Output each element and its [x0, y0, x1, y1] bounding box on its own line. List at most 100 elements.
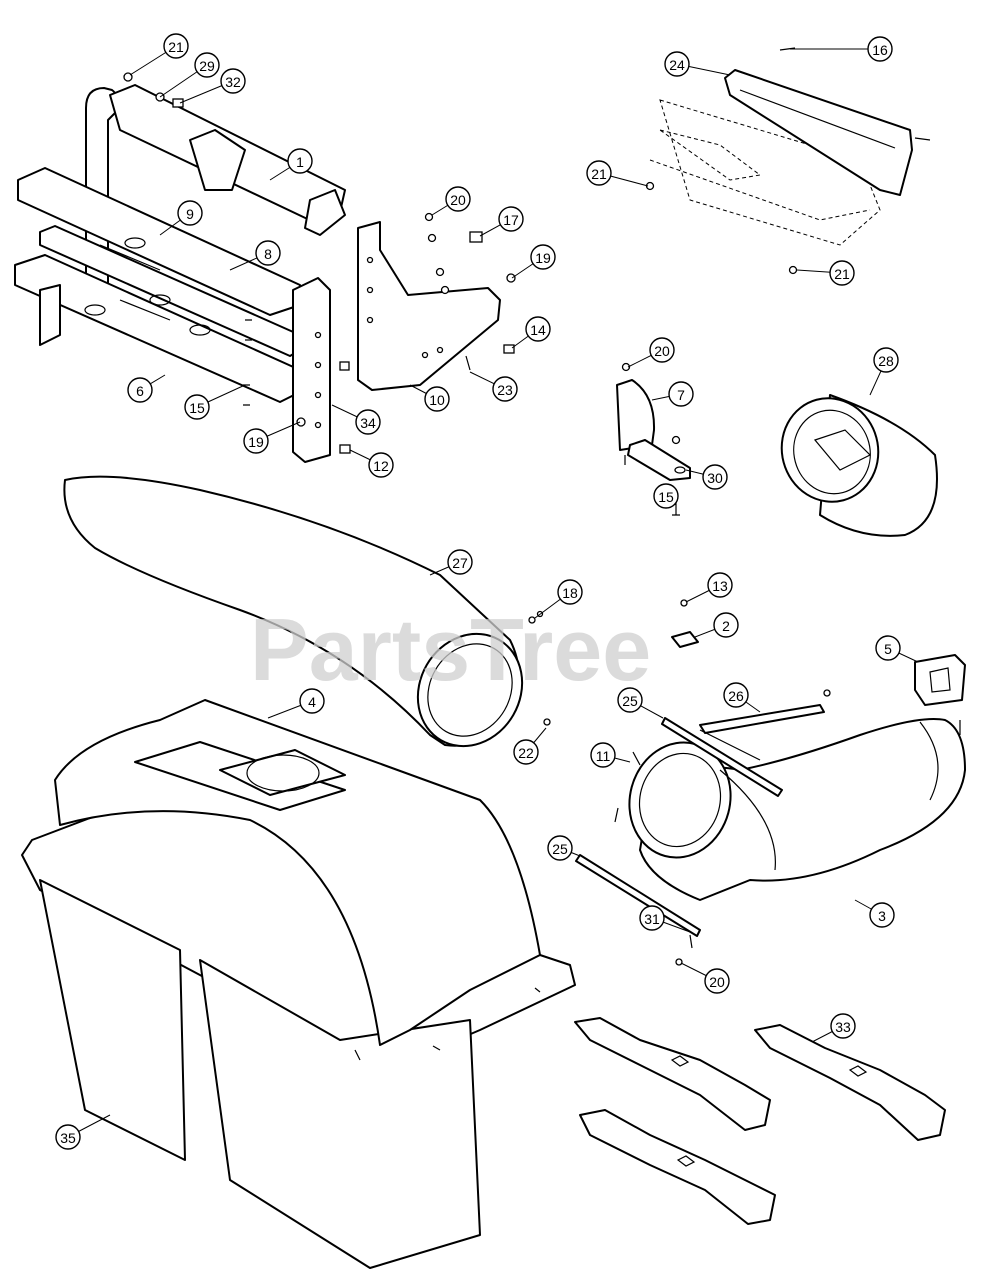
- callout-12: 12: [368, 452, 394, 478]
- callout-27: 27: [447, 549, 473, 575]
- callout-number: 9: [186, 206, 194, 222]
- callout-number: 20: [450, 192, 466, 208]
- callout-17: 17: [498, 206, 524, 232]
- callout-26: 26: [723, 682, 749, 708]
- hitch-frame-assembly: [14, 72, 516, 463]
- callout-number: 20: [654, 343, 670, 359]
- callout-circle: [586, 160, 612, 186]
- callout-number: 15: [658, 489, 674, 505]
- callout-circle: [530, 244, 556, 270]
- callout-10: 10: [424, 386, 450, 412]
- callout-circle: [55, 1124, 81, 1150]
- callout-circle: [867, 36, 893, 62]
- callout-circle: [707, 572, 733, 598]
- callout-number: 1: [296, 154, 304, 170]
- callout-number: 24: [669, 57, 685, 73]
- callout-number: 10: [429, 392, 445, 408]
- callout-11: 11: [590, 742, 616, 768]
- callout-3: 3: [869, 902, 895, 928]
- callout-number: 17: [503, 212, 519, 228]
- callout-circle: [127, 377, 153, 403]
- callout-circle: [649, 337, 675, 363]
- callout-24: 24: [664, 51, 690, 77]
- callout-circle: [355, 409, 381, 435]
- callout-circle: [702, 464, 728, 490]
- callout-number: 25: [552, 841, 568, 857]
- callout-circle: [194, 52, 220, 78]
- callout-circle: [547, 835, 573, 861]
- callout-circle: [869, 902, 895, 928]
- callout-circle: [177, 200, 203, 226]
- chute-bracket: [616, 362, 691, 516]
- callout-number: 11: [596, 748, 611, 764]
- callout-20: 20: [704, 968, 730, 994]
- rods-and-link: [575, 689, 831, 966]
- grass-bag: [21, 699, 576, 1269]
- callout-15: 15: [184, 394, 210, 420]
- callout-5: 5: [875, 635, 901, 661]
- callout-number: 34: [360, 415, 376, 431]
- callout-circle: [668, 381, 694, 407]
- callout-21: 21: [163, 33, 189, 59]
- callout-number: 13: [712, 578, 728, 594]
- callout-number: 21: [168, 39, 184, 55]
- callout-21: 21: [586, 160, 612, 186]
- callout-number: 5: [884, 641, 892, 657]
- chute-tube: [63, 475, 551, 748]
- callout-25: 25: [617, 687, 643, 713]
- callout-number: 25: [622, 693, 638, 709]
- callout-19: 19: [530, 244, 556, 270]
- callout-number: 20: [709, 974, 725, 990]
- callout-number: 6: [136, 383, 144, 399]
- callout-circle: [653, 483, 679, 509]
- callout-circle: [243, 428, 269, 454]
- callout-circle: [498, 206, 524, 232]
- callout-2: 2: [713, 612, 739, 638]
- callout-circle: [513, 739, 539, 765]
- callout-number: 19: [248, 434, 264, 450]
- callout-number: 4: [308, 694, 316, 710]
- callout-number: 15: [189, 400, 205, 416]
- callout-4: 4: [299, 688, 325, 714]
- callout-circle: [163, 33, 189, 59]
- callout-15: 15: [653, 483, 679, 509]
- callout-number: 14: [530, 322, 546, 338]
- callout-circle: [873, 347, 899, 373]
- callout-number: 32: [225, 74, 241, 90]
- callout-30: 30: [702, 464, 728, 490]
- callout-number: 19: [535, 250, 551, 266]
- callout-number: 22: [518, 745, 534, 761]
- callout-19: 19: [243, 428, 269, 454]
- callout-number: 26: [728, 688, 744, 704]
- callout-number: 23: [497, 382, 513, 398]
- callout-number: 2: [722, 618, 730, 634]
- callout-circle: [830, 1013, 856, 1039]
- clip-hardware: [671, 599, 699, 648]
- mower-blades: [574, 1017, 946, 1225]
- callout-25: 25: [547, 835, 573, 861]
- callout-circle: [255, 240, 281, 266]
- callout-number: 12: [373, 458, 389, 474]
- callout-number: 30: [707, 470, 723, 486]
- mounting-bracket: [914, 654, 966, 706]
- callout-number: 18: [562, 585, 578, 601]
- callout-14: 14: [525, 316, 551, 342]
- callout-16: 16: [867, 36, 893, 62]
- callout-28: 28: [873, 347, 899, 373]
- callout-number: 16: [872, 42, 888, 58]
- callout-circle: [368, 452, 394, 478]
- callout-circle: [220, 68, 246, 94]
- callout-circle: [424, 386, 450, 412]
- callout-circle: [664, 51, 690, 77]
- callout-circle: [829, 260, 855, 286]
- callout-number: 31: [644, 911, 660, 927]
- callout-6: 6: [127, 377, 153, 403]
- callout-circle: [639, 905, 665, 931]
- callout-7: 7: [668, 381, 694, 407]
- callout-circle: [287, 148, 313, 174]
- adapter-ring: [780, 394, 938, 537]
- callout-20: 20: [649, 337, 675, 363]
- callout-18: 18: [557, 579, 583, 605]
